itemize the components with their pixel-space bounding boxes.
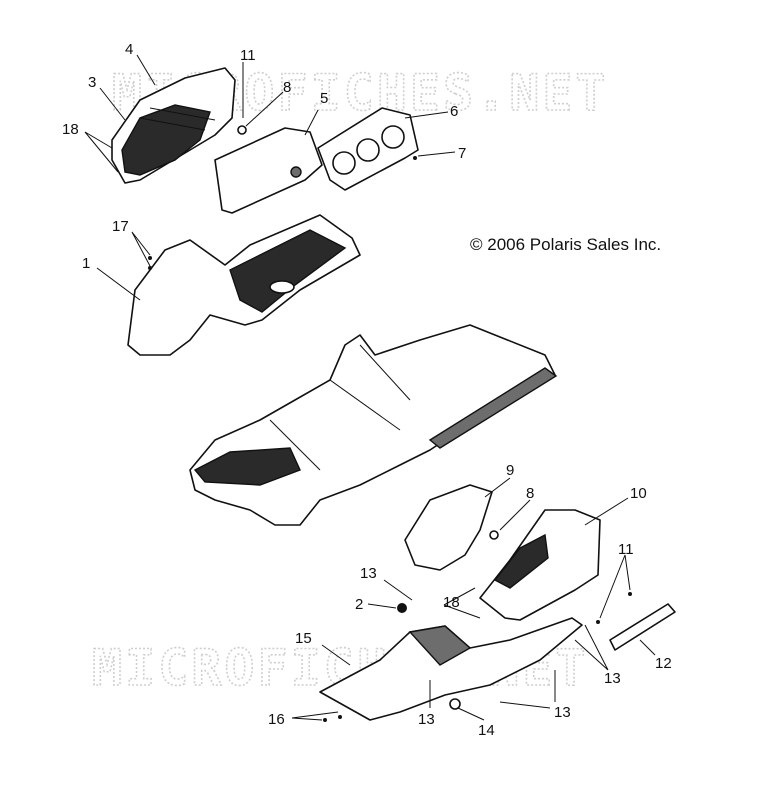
callout-10: 10 [630, 485, 647, 502]
part-panel [214, 127, 323, 214]
callout-9: 9 [506, 462, 514, 479]
part-hood [127, 214, 361, 356]
part-8-lower [489, 530, 499, 540]
leader-lines [84, 54, 656, 721]
callout-3: 3 [88, 74, 96, 91]
callout-14: 14 [478, 722, 495, 739]
callout-12: 12 [655, 655, 672, 672]
callout-13-c: 13 [418, 711, 435, 728]
callout-2: 2 [355, 596, 363, 613]
part-gauge-plate [317, 107, 419, 191]
callout-15: 15 [295, 630, 312, 647]
callout-4: 4 [125, 41, 133, 58]
callout-8-lower: 8 [526, 485, 534, 502]
callout-6: 6 [450, 103, 458, 120]
part-8-top [237, 125, 247, 135]
callout-16: 16 [268, 711, 285, 728]
part-10 [479, 509, 601, 621]
copyright-notice: © 2006 Polaris Sales Inc. [470, 235, 661, 254]
part-9 [404, 484, 493, 571]
callout-18-top: 18 [62, 121, 79, 138]
part-15-lower [319, 617, 583, 721]
callout-7: 7 [458, 145, 466, 162]
callout-13-d: 13 [554, 704, 571, 721]
callout-11-lower: 11 [618, 541, 634, 558]
part-upper-console [111, 67, 236, 184]
callout-8: 8 [283, 79, 291, 96]
callout-1: 1 [82, 255, 90, 272]
callout-11: 11 [240, 47, 256, 64]
callout-13-b: 13 [604, 670, 621, 687]
part-2-grommet [397, 603, 407, 613]
callout-17: 17 [112, 218, 129, 235]
part-12-rod [609, 603, 676, 651]
part-14-washer [449, 698, 461, 710]
callout-18-lower: 18 [443, 594, 460, 611]
callout-13-a: 13 [360, 565, 377, 582]
callout-labels: 4 11 8 3 5 6 18 7 17 1 9 8 10 13 11 2 18… [62, 41, 672, 739]
callout-5: 5 [320, 90, 328, 107]
part-chassis [189, 324, 558, 526]
